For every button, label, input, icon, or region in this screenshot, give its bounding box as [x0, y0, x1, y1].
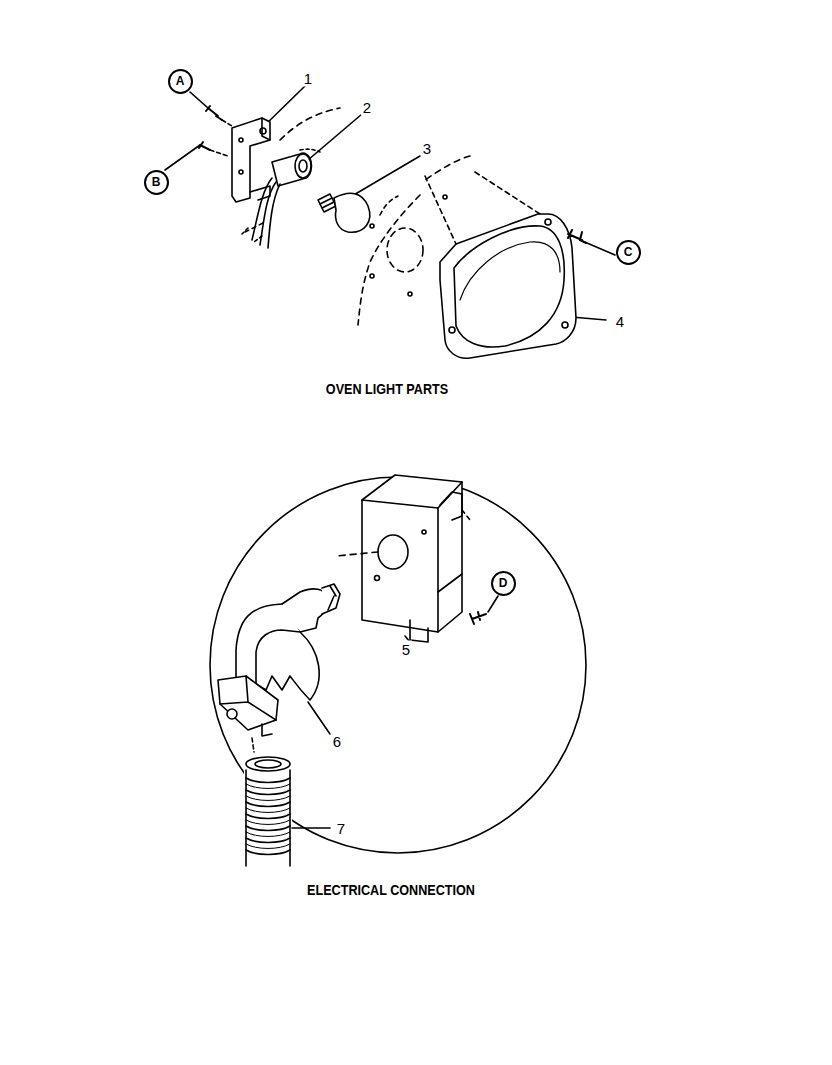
- callout-letter: D: [499, 577, 508, 589]
- callout-letter: B: [152, 176, 161, 188]
- callout-number: 1: [302, 70, 314, 87]
- callout-circle: D: [491, 571, 516, 596]
- callout-number: 4: [614, 313, 626, 330]
- callout-circle: A: [168, 69, 193, 94]
- callout-number: 2: [361, 99, 373, 116]
- callout-letter: C: [624, 246, 633, 258]
- callout-number: 5: [400, 641, 412, 658]
- figure-heading: ELECTRICAL CONNECTION: [305, 882, 476, 898]
- callout-number: 7: [335, 820, 347, 837]
- callout-number: 3: [421, 140, 433, 157]
- figure-heading: OVEN LIGHT PARTS: [324, 381, 450, 397]
- callout-circle: C: [616, 240, 641, 265]
- callout-number: 6: [331, 733, 343, 750]
- callout-letter: A: [176, 75, 185, 87]
- callout-circle: B: [144, 170, 169, 195]
